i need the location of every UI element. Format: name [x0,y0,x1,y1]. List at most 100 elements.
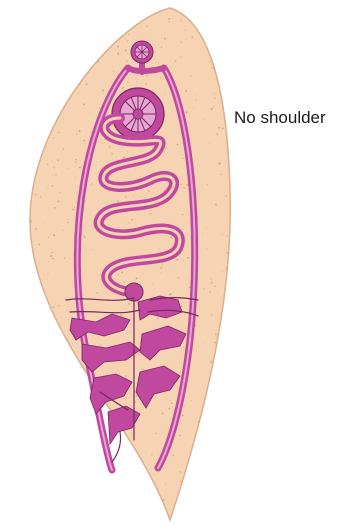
speckle [74,207,75,208]
speckle [171,509,172,510]
speckle [67,340,68,341]
speckle [213,57,214,58]
speckle [214,93,215,94]
speckle [204,119,205,120]
speckle [31,221,32,222]
speckle [206,248,207,249]
speckle [155,433,157,435]
speckle [180,471,182,473]
speckle [49,382,50,383]
speckle [170,400,171,401]
speckle [184,187,185,188]
speckle [55,174,56,175]
speckle [47,188,48,189]
speckle [67,371,69,373]
speckle [47,45,49,47]
speckle [184,406,185,407]
speckle [83,400,85,402]
speckle [44,10,46,12]
speckle [56,425,58,427]
speckle [143,18,144,19]
speckle [78,489,79,490]
speckle [184,503,186,505]
speckle [99,458,101,460]
speckle [80,58,81,59]
speckle [52,176,53,177]
speckle [57,92,58,93]
speckle [52,258,54,260]
speckle [191,400,192,401]
speckle [131,433,132,434]
speckle [57,91,58,92]
speckle [180,184,182,186]
speckle [182,214,183,215]
speckle [220,174,221,175]
speckle [214,286,215,287]
speckle [146,26,147,27]
speckle [131,13,132,14]
speckle [142,369,144,371]
speckle [213,107,214,108]
speckle [170,236,172,238]
speckle [53,306,55,308]
speckle [60,369,62,371]
speckle [86,7,87,8]
speckle [53,468,55,470]
speckle [185,30,186,31]
speckle [106,487,107,488]
speckle [196,94,197,95]
speckle [37,335,38,336]
speckle [227,252,229,254]
speckle [99,508,101,510]
speckle [202,421,203,422]
speckle [160,267,162,269]
speckle [158,248,159,249]
speckle [30,112,32,114]
speckle [61,84,62,85]
speckle [35,228,37,230]
speckle [30,222,31,223]
speckle [79,130,81,132]
speckle [210,361,212,363]
speckle [216,442,218,444]
speckle [57,392,58,393]
speckle [76,133,77,134]
speckle [43,222,44,223]
speckle [40,196,41,197]
speckle [77,377,79,379]
speckle [209,61,210,62]
speckle [51,252,52,253]
speckle [164,151,165,152]
speckle [131,513,132,514]
speckle [221,271,222,272]
speckle [113,71,114,72]
speckle [59,192,60,193]
speckle [102,51,103,52]
speckle [133,195,134,196]
speckle [63,9,65,11]
speckle [54,68,55,69]
speckle [185,90,187,92]
speckle [180,20,181,21]
speckle [168,408,170,410]
speckle [97,61,99,63]
speckle [75,159,77,161]
speckle [106,414,107,415]
speckle [96,22,97,23]
speckle [134,505,135,506]
speckle [49,406,51,408]
speckle [34,85,36,87]
speckle [178,388,179,389]
speckle [216,134,218,136]
speckle [125,375,127,377]
speckle [209,291,210,292]
speckle [67,222,68,223]
speckle [185,478,186,479]
speckle [43,131,45,133]
speckle [126,12,127,13]
speckle [50,255,52,257]
speckle [90,22,92,24]
speckle [72,209,74,211]
speckle [187,257,189,259]
speckle [138,354,139,355]
